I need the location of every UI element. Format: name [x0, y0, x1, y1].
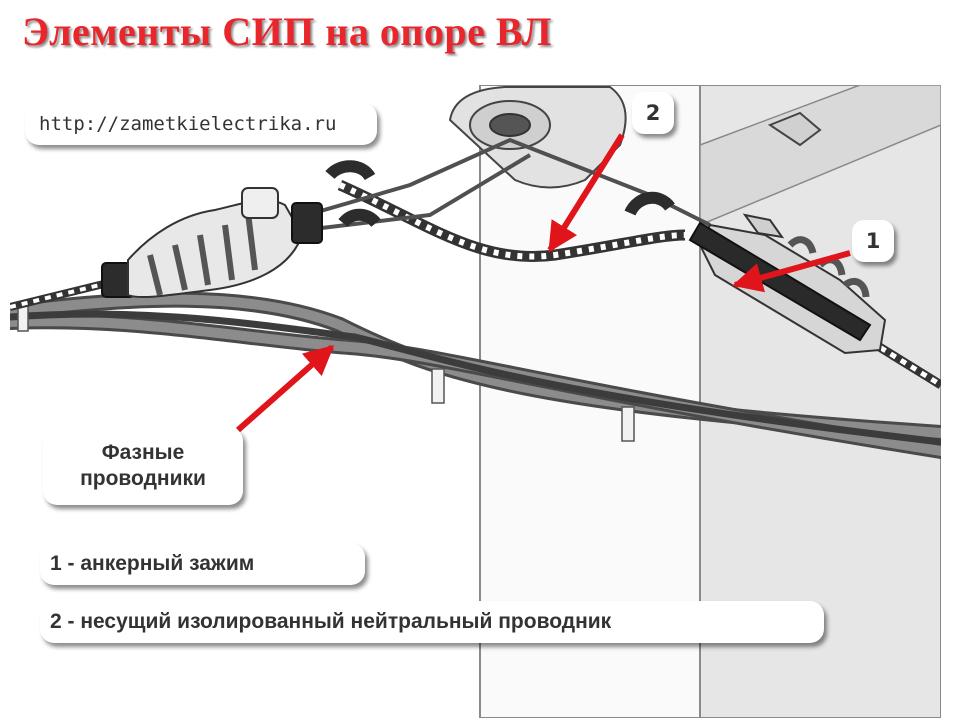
callout-number-1: 1 [852, 220, 894, 262]
right-anchor-clamp [624, 192, 887, 355]
left-anchor-clamp [101, 160, 381, 299]
phase-callout-line-2: проводники [80, 467, 206, 490]
watermark-url: http://zametkielectrika.ru [25, 103, 377, 145]
callout-arrows [236, 133, 851, 433]
page-title: Элементы СИП на опоре ВЛ [22, 9, 552, 54]
callout-number-2: 2 [632, 92, 674, 134]
phase-callout-line-1: Фазные [101, 441, 185, 464]
legend-item-2: 2 - несущий изолированный нейтральный пр… [40, 601, 824, 643]
diagram-panel: http://zametkielectrika.ru 2 1 Фазные пр… [10, 85, 941, 718]
legend-item-1: 1 - анкерный зажим [40, 543, 365, 585]
phase-conductors-callout: Фазные проводники [43, 427, 243, 505]
phase-conductors [10, 291, 941, 459]
pole-bracket [448, 86, 822, 189]
